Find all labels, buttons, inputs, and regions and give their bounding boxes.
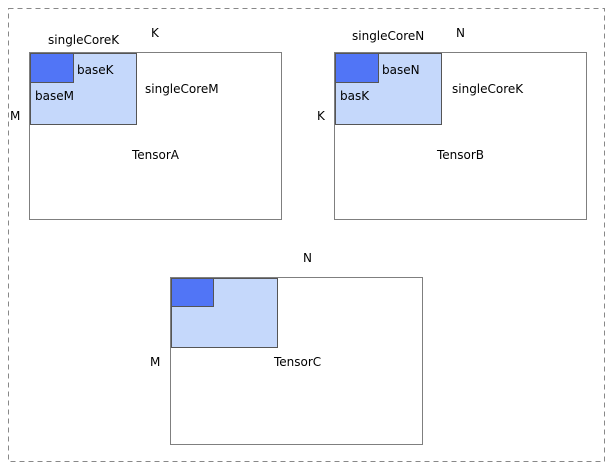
- tensor-b-base-block: [335, 53, 379, 83]
- tensor-b-base-below-label: basK: [340, 89, 370, 103]
- tensor-c-group: N M TensorC: [150, 251, 423, 445]
- tensor-b-name-label: TensorB: [436, 148, 484, 162]
- tensor-a-single-core-right-label: singleCoreM: [145, 82, 219, 96]
- tensor-a-dim-top-label: K: [151, 26, 160, 40]
- tensor-b-dim-top-label: N: [456, 26, 465, 40]
- tensor-a-base-below-label: baseM: [35, 89, 74, 103]
- tensor-a-dim-left-label: M: [10, 109, 20, 123]
- tensor-a-base-block: [30, 53, 74, 83]
- tensor-b-single-core-top-label: singleCoreN: [352, 29, 424, 43]
- tensor-c-name-label: TensorC: [273, 355, 321, 369]
- tensor-a-group: singleCoreK K baseK baseM singleCoreM M …: [10, 26, 282, 220]
- tensor-b-base-right-label: baseN: [382, 63, 420, 77]
- tensor-b-group: singleCoreN N baseN basK singleCoreK K T…: [317, 26, 587, 220]
- tensor-b-dim-left-label: K: [317, 109, 326, 123]
- tensor-a-name-label: TensorA: [131, 148, 180, 162]
- tensor-c-dim-left-label: M: [150, 355, 160, 369]
- tensor-a-single-core-top-label: singleCoreK: [48, 33, 120, 47]
- tensor-c-single-core-block: [171, 278, 278, 348]
- tensor-a-base-right-label: baseK: [77, 63, 115, 77]
- tensor-b-single-core-right-label: singleCoreK: [452, 82, 524, 96]
- tensor-c-dim-top-label: N: [303, 251, 312, 265]
- tensor-c-base-block: [171, 278, 214, 307]
